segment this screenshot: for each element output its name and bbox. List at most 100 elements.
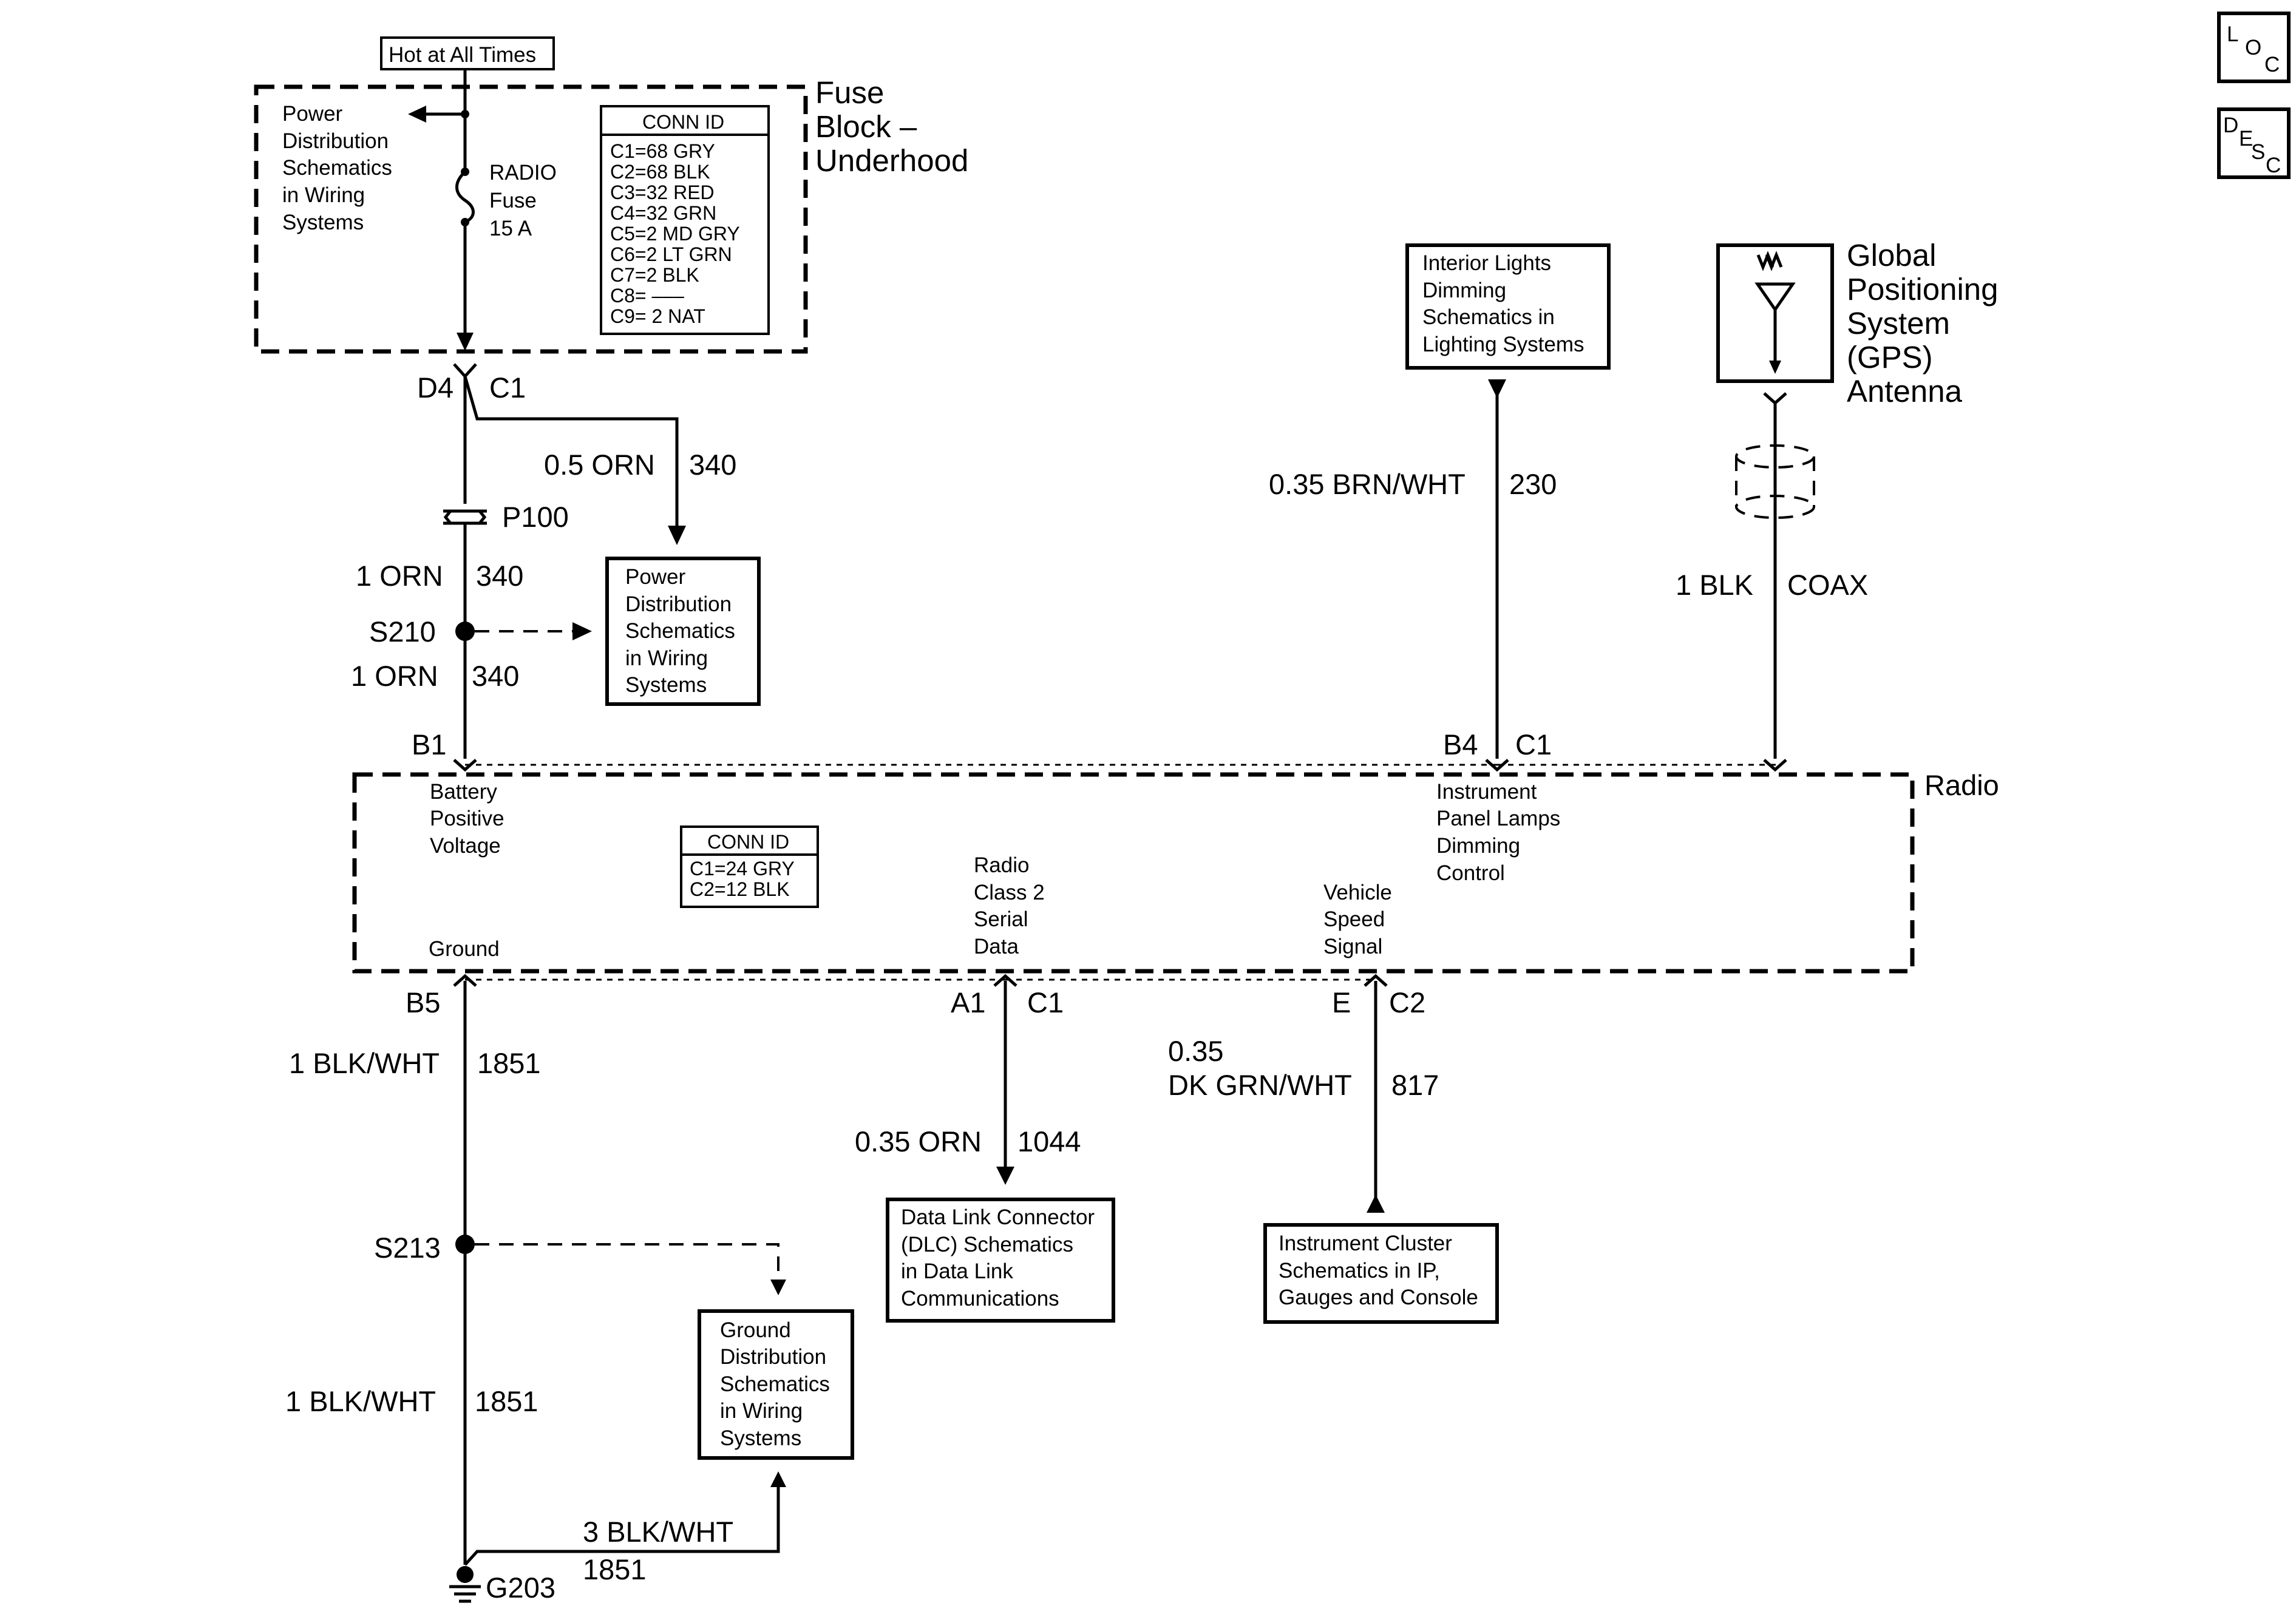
svg-text:Panel Lamps: Panel Lamps xyxy=(1436,807,1560,830)
fuse-block-title-2: Block – xyxy=(815,109,917,144)
ground-distribution-schematics-link[interactable]: Ground Distribution Schematics in Wiring… xyxy=(698,1309,854,1460)
coax-shield-symbol xyxy=(1735,444,1815,519)
connector-a1-c1-label: C1 xyxy=(1027,986,1064,1019)
svg-text:CONN ID: CONN ID xyxy=(642,111,724,133)
radio-fuse-symbol xyxy=(455,171,475,224)
svg-text:C8= –––: C8= ––– xyxy=(610,285,684,307)
svg-text:(DLC) Schematics: (DLC) Schematics xyxy=(901,1233,1073,1256)
svg-text:Class 2: Class 2 xyxy=(974,881,1045,904)
instrument-cluster-schematics-link[interactable]: Instrument Cluster Schematics in IP, Gau… xyxy=(1263,1223,1499,1324)
wire-1044-label: 1044 xyxy=(1017,1125,1081,1158)
desc-button-letter-d: D xyxy=(2223,114,2238,137)
svg-text:Battery: Battery xyxy=(430,780,497,804)
connector-b4-label: B4 xyxy=(1443,728,1478,761)
svg-text:Instrument: Instrument xyxy=(1436,780,1537,804)
gps-label-4: (GPS) xyxy=(1847,340,1933,375)
connector-b4-c1-label: C1 xyxy=(1515,728,1552,761)
svg-text:Systems: Systems xyxy=(720,1426,801,1450)
svg-text:Ground: Ground xyxy=(720,1318,791,1342)
wire-340-circuit-label: 340 xyxy=(689,449,736,481)
gps-label-1: Global xyxy=(1847,238,1936,273)
connector-d4-label: D4 xyxy=(417,371,453,404)
connector-b1-symbol xyxy=(453,759,477,772)
svg-text:Control: Control xyxy=(1436,861,1505,885)
wire-340-label-upper: 340 xyxy=(476,560,523,592)
svg-text:Positive: Positive xyxy=(430,807,504,830)
wire-0-35-brn-wht-label: 0.35 BRN/WHT xyxy=(1269,468,1466,500)
fuse-block-title-1: Fuse xyxy=(815,75,884,110)
fuse-block-power-distribution-text: Power Distribution Schematics in Wiring … xyxy=(282,102,392,234)
gps-label-3: System xyxy=(1847,306,1950,341)
svg-text:Dimming: Dimming xyxy=(1436,834,1520,858)
svg-text:Gauges and Console: Gauges and Console xyxy=(1279,1286,1478,1309)
connector-d4-c1-label: C1 xyxy=(489,371,526,404)
svg-text:in Data Link: in Data Link xyxy=(901,1259,1013,1283)
p100-passthrough-symbol xyxy=(443,509,487,525)
svg-text:Lighting Systems: Lighting Systems xyxy=(1422,333,1584,356)
wire-0-35-orn-label: 0.35 ORN xyxy=(855,1125,982,1158)
power-distribution-arrow xyxy=(408,106,426,123)
dlc-schematics-link[interactable]: Data Link Connector (DLC) Schematics in … xyxy=(886,1198,1115,1323)
wire-3-blk-wht-label: 3 BLK/WHT xyxy=(583,1516,733,1548)
p100-label: P100 xyxy=(502,501,569,533)
svg-text:Dimming: Dimming xyxy=(1422,279,1506,302)
svg-text:C1=68 GRY: C1=68 GRY xyxy=(610,140,715,162)
svg-text:Power: Power xyxy=(625,565,686,589)
g203-label: G203 xyxy=(486,1571,555,1604)
loc-button-letter-o: O xyxy=(2245,36,2261,59)
svg-text:Distribution: Distribution xyxy=(720,1345,826,1369)
gps-label-5: Antenna xyxy=(1847,374,1963,408)
svg-text:Communications: Communications xyxy=(901,1287,1059,1310)
svg-text:Schematics: Schematics xyxy=(282,156,392,180)
radio-battery-positive-label: Battery Positive Voltage xyxy=(430,780,504,858)
svg-text:Fuse: Fuse xyxy=(489,189,537,212)
desc-button-letter-c: C xyxy=(2266,154,2281,177)
svg-text:C5=2 MD GRY: C5=2 MD GRY xyxy=(610,223,740,245)
wire-1-orn-label-lower: 1 ORN xyxy=(351,660,438,692)
svg-text:Speed: Speed xyxy=(1323,907,1385,931)
svg-text:C9= 2 NAT: C9= 2 NAT xyxy=(610,305,705,327)
svg-text:Serial: Serial xyxy=(974,907,1028,931)
connector-b5-symbol xyxy=(453,974,477,987)
loc-button[interactable]: L O C xyxy=(2217,12,2291,83)
interior-lights-dimming-link[interactable]: Interior Lights Dimming Schematics in Li… xyxy=(1405,243,1611,370)
s213-label: S213 xyxy=(374,1232,441,1264)
svg-text:Systems: Systems xyxy=(282,211,364,234)
svg-text:Radio: Radio xyxy=(974,853,1029,877)
svg-text:C7=2 BLK: C7=2 BLK xyxy=(610,264,699,286)
wire-0-35-label: 0.35 xyxy=(1168,1035,1223,1067)
power-distribution-schematics-link[interactable]: Power Distribution Schematics in Wiring … xyxy=(605,557,761,706)
connector-e-symbol xyxy=(1364,974,1388,987)
wire-1-orn-label-upper: 1 ORN xyxy=(356,560,443,592)
svg-text:Distribution: Distribution xyxy=(282,129,389,153)
svg-text:in Wiring: in Wiring xyxy=(720,1399,803,1423)
connector-a1-symbol xyxy=(993,974,1017,987)
svg-text:Schematics: Schematics xyxy=(625,619,735,643)
wire-0-5-orn-label: 0.5 ORN xyxy=(544,449,655,481)
connector-e-label: E xyxy=(1332,986,1351,1019)
svg-text:C6=2 LT GRN: C6=2 LT GRN xyxy=(610,243,732,265)
fuse-block-title-3: Underhood xyxy=(815,143,968,178)
wire-1-blk-wht-label-lower: 1 BLK/WHT xyxy=(285,1385,436,1417)
wire-340-label-lower: 340 xyxy=(472,660,519,692)
g203-ground-symbol xyxy=(449,1566,481,1603)
connector-a1-label: A1 xyxy=(951,986,986,1019)
svg-text:C4=32 GRN: C4=32 GRN xyxy=(610,202,716,224)
desc-button-letter-s: S xyxy=(2251,140,2265,164)
wire-230-label: 230 xyxy=(1509,468,1557,500)
connector-b5-label: B5 xyxy=(406,986,441,1019)
svg-text:RADIO: RADIO xyxy=(489,161,557,185)
desc-button[interactable]: D E S C xyxy=(2217,107,2291,179)
loc-button-letter-l: L xyxy=(2227,22,2238,46)
svg-text:15 A: 15 A xyxy=(489,217,532,240)
svg-text:Schematics in: Schematics in xyxy=(1422,305,1555,329)
svg-text:in Wiring: in Wiring xyxy=(625,646,708,670)
connector-b4-symbol xyxy=(1485,759,1509,772)
wire-817-label: 817 xyxy=(1391,1069,1439,1101)
svg-text:Interior Lights: Interior Lights xyxy=(1422,251,1551,275)
radio-component-outline xyxy=(352,772,1915,974)
radio-class2-serial-data-label: Radio Class 2 Serial Data xyxy=(974,853,1045,958)
svg-text:C2=12 BLK: C2=12 BLK xyxy=(690,878,790,900)
s213-splice xyxy=(455,1235,475,1254)
